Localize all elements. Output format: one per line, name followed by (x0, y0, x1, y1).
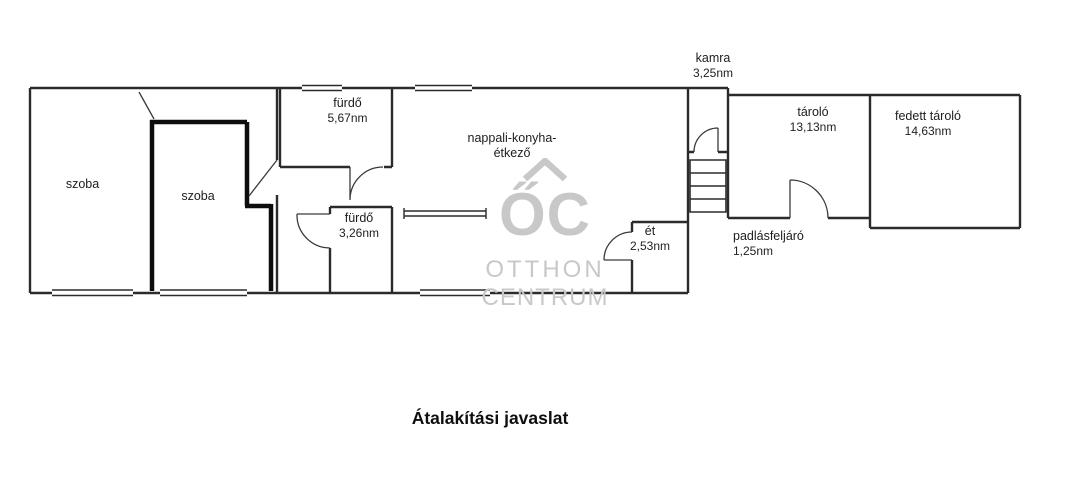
room-name: ét (644, 224, 656, 238)
walls-group (28, 86, 1022, 295)
watermark-line2: CENTRUM (481, 284, 609, 311)
proposed-walls-group (149, 119, 274, 291)
windows-group (52, 84, 490, 297)
watermark-line1: OTTHON (485, 256, 605, 283)
watermark-logo-text: ŐC (499, 181, 591, 248)
room-label-furdo-large: fürdő 5,67nm (305, 96, 390, 126)
room-area: 13,13nm (789, 120, 837, 134)
room-label-szoba-middle: szoba (158, 189, 238, 204)
room-name: padlásfeljáró (733, 229, 804, 243)
room-name: fürdő (333, 96, 362, 110)
room-name: nappali-konyha- (467, 131, 557, 145)
room-label-furdo-small: fürdő 3,26nm (328, 211, 390, 241)
room-name: szoba (181, 189, 215, 203)
room-name-line2: étkező (493, 146, 531, 160)
house-roof-icon (522, 158, 568, 182)
room-name: fürdő (344, 211, 374, 225)
plan-title: Átalakítási javaslat (411, 408, 569, 428)
room-area: 3,26nm (338, 226, 380, 240)
room-name: fedett tároló (894, 109, 961, 123)
room-area: 5,67nm (327, 111, 368, 125)
room-area: 1,25nm (733, 244, 774, 258)
room-name: tároló (797, 105, 829, 119)
room-label-et: ét 2,53nm (620, 224, 680, 254)
doors-group (138, 91, 829, 261)
room-name: kamra (695, 51, 731, 65)
room-area: 3,25nm (692, 66, 734, 80)
room-label-nappali: nappali-konyha- étkező (437, 131, 587, 161)
room-name: szoba (65, 177, 100, 191)
room-label-szoba-left: szoba (40, 177, 125, 192)
otthon-centrum-watermark: ŐC OTTHON CENTRUM (462, 158, 628, 310)
room-area: 2,53nm (629, 239, 671, 253)
room-label-padlasfeljaro: padlásfeljáró 1,25nm (733, 229, 843, 259)
room-area: 14,63nm (904, 124, 952, 138)
attic-stair-icon (689, 159, 727, 213)
room-label-fedett-tarolo: fedett tároló 14,63nm (872, 109, 984, 139)
room-label-kamra: kamra 3,25nm (668, 51, 758, 81)
room-label-tarolo: tároló 13,13nm (768, 105, 858, 135)
